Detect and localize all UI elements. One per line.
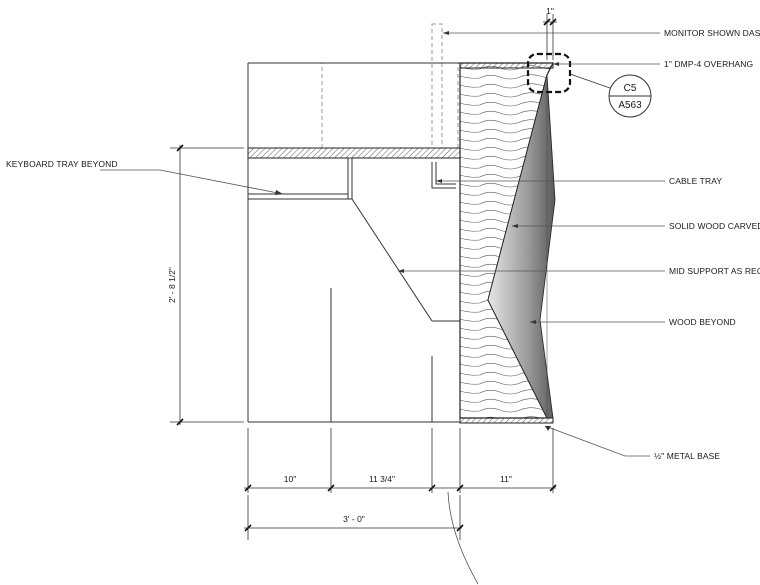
dim-seg-3: 11" — [500, 474, 512, 484]
label-wood-beyond: WOOD BEYOND — [669, 317, 736, 327]
leader-arrows — [275, 31, 559, 431]
label-cable-tray: CABLE TRAY — [669, 176, 722, 186]
label-metal-base: ½" METAL BASE — [654, 451, 720, 461]
label-carved-front: SOLID WOOD CARVED FRONT — [669, 221, 760, 231]
dimension-ticks — [176, 18, 557, 532]
label-monitor: MONITOR SHOWN DASHED — [664, 28, 760, 38]
dim-height: 2' - 8 1/2" — [167, 267, 177, 303]
cable-tray — [431, 162, 456, 189]
keyboard-tray — [247, 157, 353, 200]
dimension-lines — [170, 14, 557, 540]
section-detail-number: C5 — [624, 83, 637, 94]
section-sheet-number: A563 — [618, 100, 642, 111]
label-keyboard-tray: KEYBOARD TRAY BEYOND — [6, 159, 118, 169]
monitor-outline — [321, 23, 459, 149]
interior-lines — [330, 198, 460, 422]
overhang-top — [459, 62, 554, 69]
dim-seg-2: 11 3/4" — [369, 474, 395, 484]
work-surface — [247, 147, 461, 159]
dim-overhang: 1" — [546, 6, 554, 16]
leader-lines — [100, 32, 665, 585]
metal-base — [459, 417, 554, 424]
label-mid-support: MID SUPPORT AS REQ — [669, 266, 760, 276]
cabinet-outline — [247, 62, 461, 423]
dim-seg-1: 10" — [284, 474, 296, 484]
detail-callout-box — [526, 52, 572, 94]
label-overhang: 1" DMP-4 OVERHANG — [664, 59, 753, 69]
section-reference-bubble: C5 A563 — [608, 74, 652, 118]
dim-overall: 3' - 0" — [343, 514, 365, 524]
